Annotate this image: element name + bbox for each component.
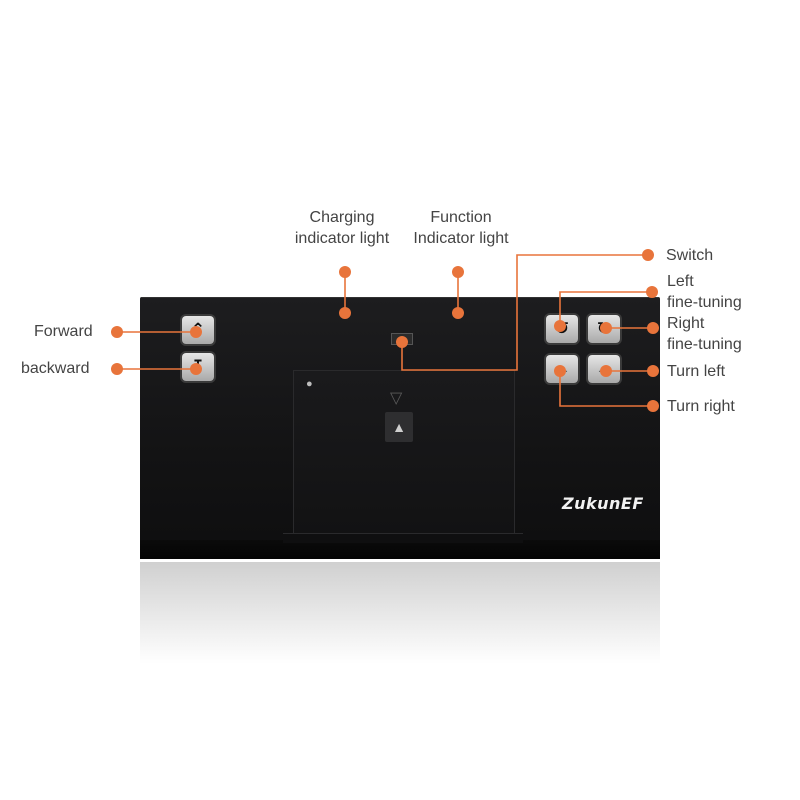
remote-control-rim (140, 540, 660, 559)
left-fine-tuning-label: Left fine-tuning (667, 271, 742, 313)
charging-indicator-light (339, 307, 351, 319)
function-indicator-light (452, 307, 464, 319)
slide-arrow-icon: ▽ (390, 390, 403, 407)
backward-target-dot (190, 363, 202, 375)
right-fine-dot (647, 322, 659, 334)
right-fine-label-line1: Right (667, 315, 705, 332)
right-fine-label-line2: fine-tuning (667, 336, 742, 353)
function-dot (452, 266, 464, 278)
turn-left-target-dot (600, 365, 612, 377)
right-fine-tuning-label: Right fine-tuning (667, 313, 742, 355)
charging-label-line1: Charging (309, 209, 375, 226)
function-label: Function Indicator light (391, 207, 531, 249)
switch-target-dot (396, 336, 408, 348)
turn-right-dot (647, 400, 659, 412)
function-label-line1: Function (430, 209, 492, 226)
battery-cover-panel (293, 370, 515, 537)
turn-right-leader-line (559, 371, 653, 407)
switch-leader-line (401, 254, 648, 371)
left-fine-label-line2: fine-tuning (667, 294, 742, 311)
backward-dot (111, 363, 123, 375)
charging-label: Charging indicator light (262, 207, 422, 249)
charging-label-line2: indicator light (294, 230, 390, 247)
switch-dot (642, 249, 654, 261)
left-fine-dot (646, 286, 658, 298)
right-fine-target-dot (600, 322, 612, 334)
turn-right-label: Turn right (667, 398, 735, 415)
function-label-line2: Indicator light (413, 230, 509, 247)
turn-left-dot (647, 365, 659, 377)
switch-label: Switch (666, 247, 714, 264)
brand-logo: ZukunEF (562, 494, 644, 513)
forward-target-dot (190, 326, 202, 338)
cover-latch-icon: ▲ (385, 412, 413, 442)
left-fine-leader-line (559, 291, 652, 326)
turn-right-target-dot (554, 365, 566, 377)
forward-label: Forward (34, 323, 93, 340)
left-fine-target-dot (554, 320, 566, 332)
turn-left-label: Turn left (667, 363, 726, 380)
device-reflection (140, 562, 660, 682)
backward-label: backward (21, 360, 90, 377)
forward-dot (111, 326, 123, 338)
side-marker-icon: ● (306, 378, 313, 390)
left-fine-label-line1: Left (667, 273, 694, 290)
battery-cover-base (283, 533, 523, 543)
charging-dot (339, 266, 351, 278)
